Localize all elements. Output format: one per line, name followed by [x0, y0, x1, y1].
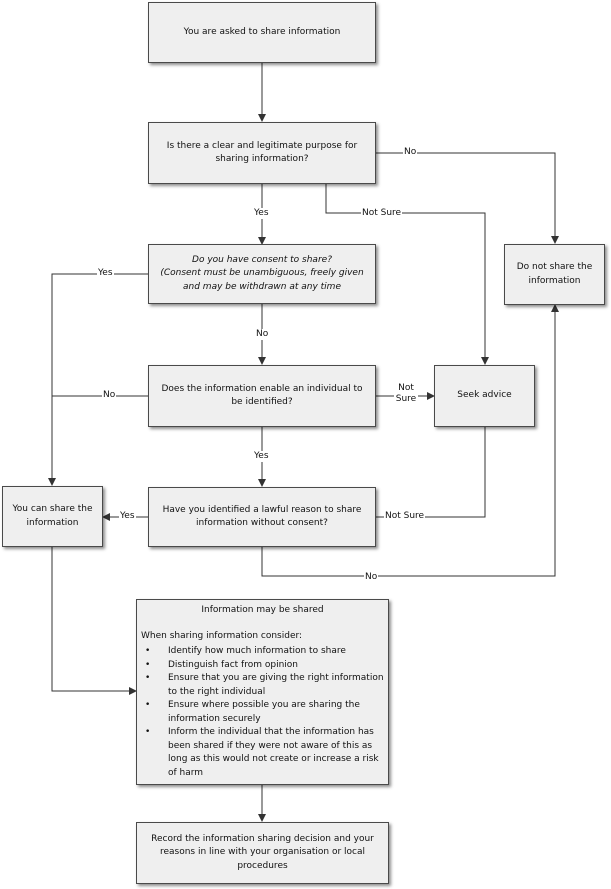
label-purpose-yes: Yes — [253, 208, 270, 219]
label-lawful-no: No — [364, 572, 379, 583]
list-item: Inform the individual that the informati… — [141, 726, 384, 780]
purpose-question-box: Is there a clear and legitimate purpose … — [148, 122, 376, 184]
arrow-purpose-not-sure — [325, 184, 489, 365]
list-item: Distinguish fact from opinion — [141, 659, 384, 673]
arrow-can-share-to-may-share — [51, 547, 137, 695]
consent-note: (Consent must be unambiguous, freely giv… — [160, 268, 364, 292]
purpose-question-text: Is there a clear and legitimate purpose … — [166, 140, 358, 164]
considerations-list: Identify how much information to share D… — [141, 645, 384, 780]
label-lawful-yes: Yes — [119, 511, 136, 522]
start-text: You are asked to share information — [183, 26, 341, 37]
label-identify-not-sure: Not Sure — [394, 383, 418, 405]
seek-advice-text: Seek advice — [457, 390, 512, 401]
arrow-consent-yes — [48, 273, 148, 486]
identify-question-box: Does the information enable an individua… — [148, 365, 376, 427]
arrow-lawful-no — [261, 304, 559, 577]
consent-question-text: Do you have consent to share? (Consent m… — [157, 254, 367, 293]
label-consent-yes: Yes — [97, 268, 114, 279]
record-decision-text: Record the information sharing decision … — [151, 834, 374, 871]
label-lawful-not-sure: Not Sure — [384, 511, 426, 522]
can-share-text: You can share the information — [12, 504, 93, 528]
do-not-share-text: Do not share the information — [516, 262, 593, 286]
may-be-shared-title: Information may be shared — [201, 605, 324, 615]
do-not-share-box: Do not share the information — [504, 244, 605, 305]
label-identify-no: No — [102, 390, 117, 401]
seek-advice-box: Seek advice — [434, 365, 535, 427]
consent-question-box: Do you have consent to share? (Consent m… — [148, 244, 376, 304]
list-item: Ensure where possible you are sharing th… — [141, 699, 384, 726]
arrow-purpose-no — [376, 152, 559, 244]
list-item: Ensure that you are giving the right inf… — [141, 672, 384, 699]
may-be-shared-intro: When sharing information consider: — [141, 631, 303, 642]
label-consent-no: No — [255, 329, 270, 340]
start-box: You are asked to share information — [148, 2, 376, 63]
label-purpose-not-sure: Not Sure — [361, 208, 403, 219]
record-decision-box: Record the information sharing decision … — [136, 822, 389, 884]
can-share-box: You can share the information — [2, 486, 103, 547]
information-may-be-shared-box: Information may be shared When sharing i… — [136, 599, 389, 785]
lawful-reason-question-text: Have you identified a lawful reason to s… — [162, 504, 362, 528]
identify-question-text: Does the information enable an individua… — [161, 383, 363, 407]
line-lawful-not-sure — [376, 427, 486, 518]
label-purpose-no: No — [403, 147, 418, 158]
list-item: Identify how much information to share — [141, 645, 384, 659]
consent-question: Do you have consent to share? — [192, 255, 332, 266]
lawful-reason-question-box: Have you identified a lawful reason to s… — [148, 487, 376, 547]
label-identify-yes: Yes — [253, 451, 270, 462]
